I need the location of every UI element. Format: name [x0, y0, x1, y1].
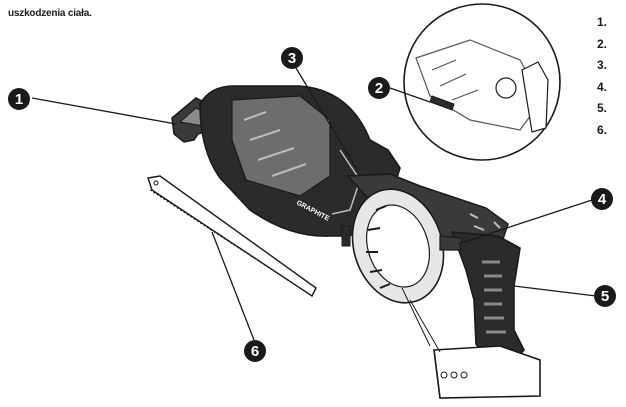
callout-marker-5: 5: [594, 285, 616, 307]
callout-marker-2: 2: [368, 77, 390, 99]
leader-line-5: [513, 285, 597, 297]
parts-legend: 1. 2. 3. 4. 5. 6.: [597, 12, 607, 141]
callout-marker-6: 6: [244, 340, 266, 362]
saw-blade-drawing: [147, 175, 317, 298]
warning-text: uszkodzenia ciała.: [8, 8, 92, 19]
leader-lines: [31, 67, 597, 341]
legend-item-4: 4.: [597, 79, 608, 94]
battery-base-drawing: [401, 287, 541, 399]
legend-item-2: 2.: [597, 36, 608, 51]
leader-line-3: [295, 67, 357, 169]
handle-drawing: [439, 231, 525, 367]
speed-wheel-drawing: [351, 188, 445, 304]
callout-marker-1: 1: [8, 88, 30, 110]
leader-line-6: [211, 231, 255, 341]
legend-item-1: 1.: [597, 15, 608, 29]
legend-item-3: 3.: [597, 58, 608, 72]
callout-marker-4: 4: [591, 188, 613, 210]
detail-inset-drawing: [403, 3, 561, 161]
leader-line-2: [389, 87, 431, 103]
legend-item-5: 5.: [597, 101, 608, 115]
leader-line-4: [457, 199, 593, 245]
callout-marker-3: 3: [281, 47, 303, 69]
leader-line-1: [31, 97, 177, 125]
legend-item-6: 6.: [597, 122, 608, 137]
